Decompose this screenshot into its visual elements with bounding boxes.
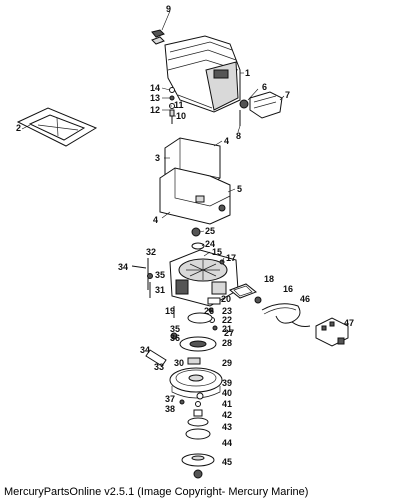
callout-42: 42: [222, 410, 232, 420]
part-bottom: [181, 453, 215, 479]
callout-35-upper: 35: [155, 270, 165, 280]
callout-22: 22: [222, 315, 232, 325]
callout-34-lower: 34: [140, 345, 150, 355]
part-upper-discs: [170, 312, 217, 352]
callout-15: 15: [212, 247, 222, 257]
part-top-cowl: [164, 35, 241, 113]
callout-47: 47: [344, 318, 354, 328]
callout-34-upper: 34: [118, 262, 128, 272]
part-flywheel: [169, 367, 223, 399]
callout-5: 5: [237, 184, 242, 194]
part-latch: [239, 91, 283, 126]
callout-43: 43: [222, 422, 232, 432]
callout-29: 29: [222, 358, 232, 368]
callout-35-lower: 35: [170, 324, 180, 334]
callout-numbers: 9 1 14 13 11 12 10 6 7 8 2 3 4 5 4 25 24…: [16, 4, 354, 467]
part-main-housing: [169, 249, 239, 307]
callout-6: 6: [262, 82, 267, 92]
part-seal-ring: [16, 107, 98, 147]
callout-36: 36: [170, 333, 180, 343]
image-caption: MercuryPartsOnline v2.5.1 (Image Copyrig…: [4, 486, 309, 498]
callout-39: 39: [222, 378, 232, 388]
callout-38: 38: [165, 404, 175, 414]
callout-9: 9: [166, 4, 171, 14]
part-left-hardware: [131, 258, 153, 298]
part-lever: [145, 349, 201, 367]
callout-33: 33: [154, 362, 164, 372]
callout-44: 44: [222, 438, 232, 448]
part-cable: [261, 303, 311, 327]
leader-lines: [21, 10, 285, 263]
callout-8: 8: [236, 131, 241, 141]
part-cap: [151, 29, 165, 45]
callout-2: 2: [16, 123, 21, 133]
part-small-pieces: [173, 297, 221, 331]
callout-11: 11: [174, 100, 184, 110]
callout-45: 45: [222, 457, 232, 467]
callout-30: 30: [174, 358, 184, 368]
part-gasket: [229, 283, 262, 304]
part-plug: [315, 317, 349, 347]
callout-28: 28: [222, 338, 232, 348]
callout-3: 3: [155, 153, 160, 163]
callout-31: 31: [155, 285, 165, 295]
callout-40: 40: [222, 388, 232, 398]
callout-41: 41: [222, 399, 232, 409]
callout-25: 25: [205, 226, 215, 236]
callout-17: 17: [226, 253, 236, 263]
part-panels: [159, 137, 231, 225]
callout-20: 20: [221, 294, 231, 304]
callout-27: 27: [224, 328, 234, 338]
callout-13: 13: [150, 93, 160, 103]
callout-32: 32: [146, 247, 156, 257]
callout-21: 21: [222, 324, 232, 334]
callout-26: 26: [204, 306, 214, 316]
callout-10: 10: [176, 111, 186, 121]
callout-12: 12: [150, 105, 160, 115]
callout-4-bottom: 4: [153, 215, 158, 225]
callout-19: 19: [165, 306, 175, 316]
callout-46: 46: [300, 294, 310, 304]
callout-1: 1: [245, 68, 250, 78]
callout-18: 18: [264, 274, 274, 284]
part-lower-discs: [185, 417, 211, 440]
callout-14: 14: [150, 83, 160, 93]
callout-24: 24: [205, 239, 215, 249]
part-nut: [191, 227, 205, 250]
callout-37: 37: [165, 394, 175, 404]
callout-23: 23: [222, 306, 232, 316]
part-lower-stack: [179, 392, 204, 417]
callout-4-top: 4: [224, 136, 229, 146]
callout-16: 16: [283, 284, 293, 294]
callout-7: 7: [285, 90, 290, 100]
